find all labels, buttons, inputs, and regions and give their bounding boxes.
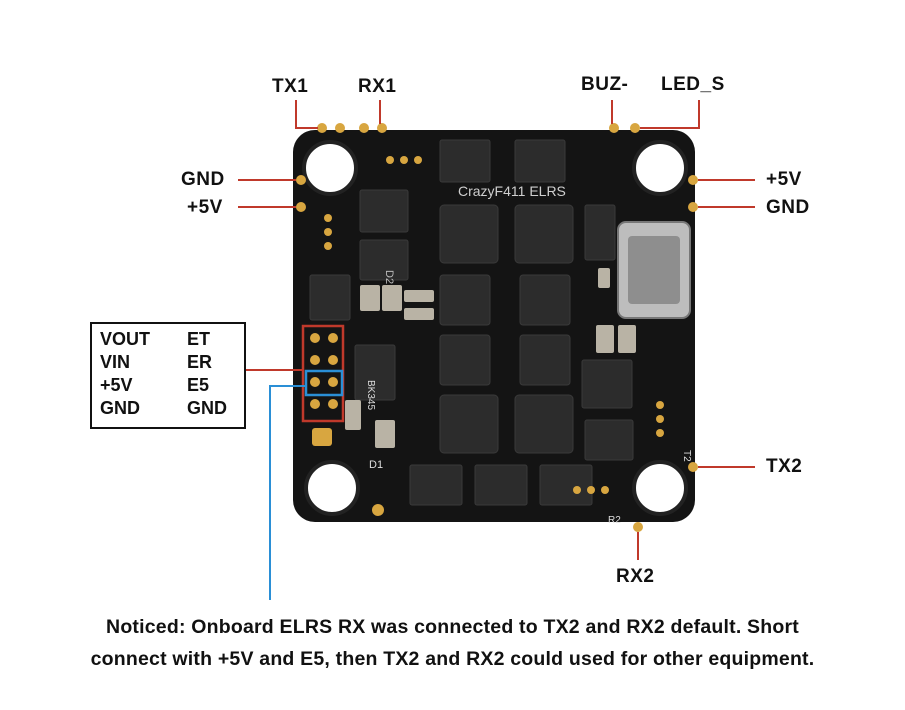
label-buz: BUZ- [581, 74, 629, 95]
silk-d1: D1 [369, 459, 383, 471]
note-line-1: Noticed: Onboard ELRS RX was connected t… [106, 616, 799, 638]
legend-right-et: ET [187, 329, 211, 349]
header-highlight-blue [304, 369, 344, 397]
board-name: CrazyF411 ELRS [458, 183, 566, 199]
silk-r2: R2 [608, 515, 621, 526]
label-5v-right: +5V [766, 169, 802, 190]
mount-hole-bottom-right [632, 460, 688, 516]
board-pads [296, 123, 698, 532]
legend-right-er: ER [187, 352, 213, 372]
label-led-s: LED_S [661, 74, 725, 95]
note-line-2: connect with +5V and E5, then TX2 and RX… [90, 648, 815, 670]
flight-controller-board: CrazyF411 ELRS D2 D1 BK345 T2 R2 [293, 123, 698, 532]
silk-d2: D2 [383, 270, 395, 284]
passive-components [345, 268, 636, 448]
label-5v-left: +5V [187, 197, 223, 218]
pin-legend-box: VOUT ET VIN ER +5V E5 GND GND [90, 322, 246, 429]
legend-left-gnd: GND [100, 398, 140, 418]
mount-hole-top-left [302, 140, 358, 196]
legend-left-vout: VOUT [100, 329, 151, 349]
legend-left-vin: VIN [100, 352, 131, 372]
label-rx2: RX2 [616, 566, 655, 587]
legend-right-gnd: GND [187, 398, 227, 418]
label-rx1: RX1 [358, 76, 397, 97]
silk-bk: BK345 [365, 380, 376, 410]
label-gnd-right: GND [766, 197, 810, 218]
chip-array [309, 139, 634, 506]
label-gnd-left: GND [181, 169, 225, 190]
mount-hole-bottom-left [304, 460, 360, 516]
label-tx2: TX2 [766, 456, 803, 477]
legend-right-e5: E5 [187, 375, 210, 395]
callout-lines [238, 100, 755, 560]
legend-left-5v: +5V [100, 375, 133, 395]
mount-hole-top-right [632, 140, 688, 196]
blue-callout-line [269, 385, 306, 600]
label-tx1: TX1 [272, 76, 309, 97]
silk-t2: T2 [681, 450, 692, 462]
